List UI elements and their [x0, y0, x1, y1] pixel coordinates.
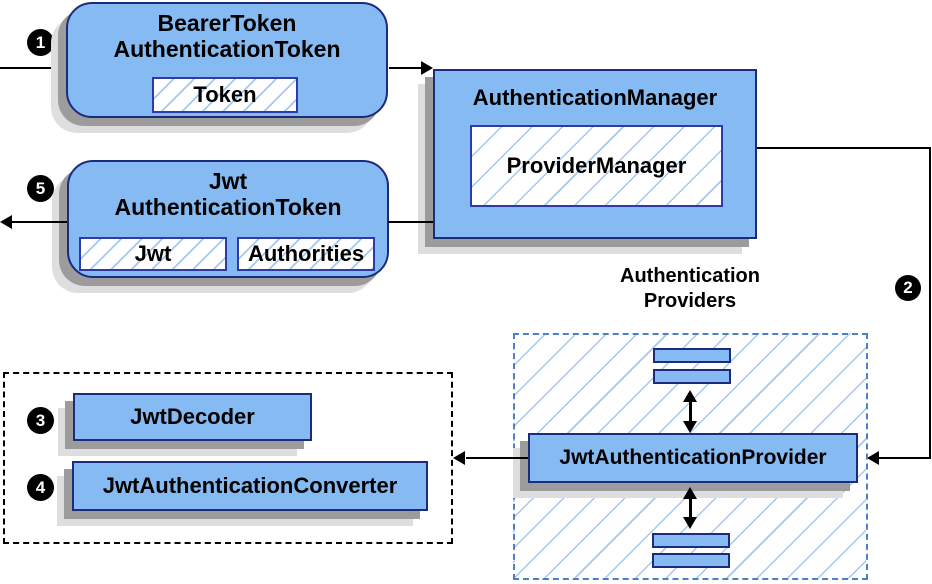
arrow-response-out-line [12, 221, 67, 223]
arrow-to-authentication-manager-line [389, 67, 422, 69]
double-arrow-bottom-line [689, 497, 692, 519]
arrow-to-provider-head [867, 451, 879, 465]
arrow-to-decoder-group-head [453, 451, 465, 465]
arrow-to-authentication-manager-head [421, 61, 433, 75]
provider-stack-bar-top-1 [653, 348, 731, 363]
step-1-badge: 1 [27, 29, 54, 56]
jwt-decoder-node: JwtDecoder [73, 393, 312, 441]
bearer-token-title-line2: AuthenticationToken [113, 36, 341, 62]
providers-title-line1: Authentication [620, 265, 760, 287]
double-arrow-bottom-down-head [683, 517, 697, 529]
arrow-to-provider-segment-top [757, 147, 931, 149]
step-4-badge: 4 [27, 474, 54, 501]
jwt-field: Jwt [79, 237, 227, 271]
jwt-token-title-line2: AuthenticationToken [114, 194, 342, 220]
decoder-converter-container [3, 372, 453, 544]
connector-manager-to-jwt-token [388, 221, 433, 223]
arrow-response-out-head [0, 215, 12, 229]
step-5-badge: 5 [27, 175, 54, 202]
providers-group-title: Authentication Providers [590, 264, 790, 314]
step-3-badge: 3 [27, 407, 54, 434]
jwt-token-node-title: Jwt AuthenticationToken [69, 168, 387, 220]
jwt-authentication-provider-node: JwtAuthenticationProvider [528, 433, 858, 483]
step-2-badge: 2 [895, 275, 921, 301]
double-arrow-top-down-head [683, 421, 697, 433]
jwt-token-title-line1: Jwt [208, 168, 248, 194]
token-field: Token [152, 77, 298, 113]
arrow-to-provider-segment-right [929, 147, 931, 459]
jwt-authentication-converter-node: JwtAuthenticationConverter [72, 461, 428, 511]
provider-stack-bar-bottom-2 [652, 553, 730, 568]
double-arrow-top-up-head [683, 390, 697, 402]
arrow-to-decoder-group-line [466, 457, 528, 459]
provider-manager-field: ProviderManager [470, 125, 723, 207]
arrow-request-in-line [0, 67, 65, 69]
authorities-field: Authorities [237, 237, 375, 271]
double-arrow-top-line [689, 400, 692, 424]
double-arrow-bottom-up-head [683, 487, 697, 499]
authentication-manager-title: AuthenticationManager [472, 85, 718, 110]
provider-stack-bar-bottom-1 [652, 533, 730, 548]
arrow-to-provider-segment-in [879, 457, 931, 459]
bearer-token-title-line1: BearerToken [157, 10, 297, 36]
bearer-token-node-title: BearerToken AuthenticationToken [68, 10, 386, 62]
providers-title-line2: Providers [643, 290, 737, 312]
provider-stack-bar-top-2 [653, 369, 731, 384]
